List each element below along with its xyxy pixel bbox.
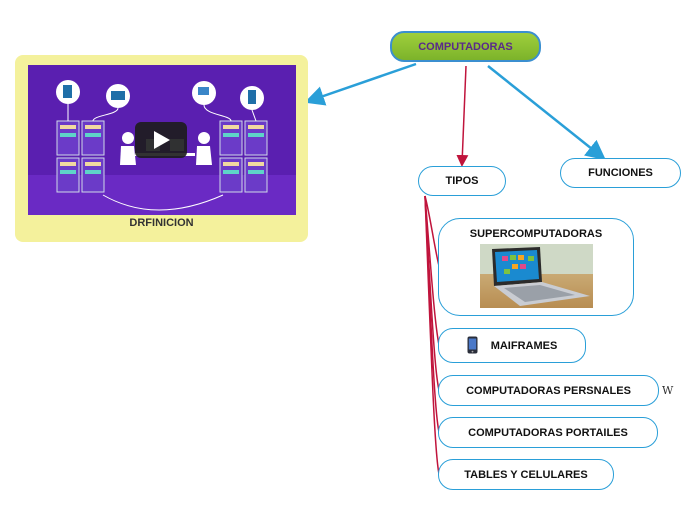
type-node-maiframes[interactable]: MAIFRAMES [438,328,586,363]
server-rack-right [219,120,268,193]
video-thumbnail[interactable] [28,65,296,215]
funciones-label: FUNCIONES [588,167,653,179]
type-label: COMPUTADORAS PORTAILES [468,426,628,439]
device-bubbles [56,80,264,110]
tipos-node[interactable]: TIPOS [418,166,506,196]
type-label: MAIFRAMES [490,339,558,352]
play-icon [135,122,187,158]
connector-root-funciones [487,65,606,161]
funciones-node[interactable]: FUNCIONES [560,158,681,188]
type-node-computadoras-portailes[interactable]: COMPUTADORAS PORTAILES [438,417,658,448]
type-label: TABLES Y CELULARES [464,468,588,481]
type-label: SUPERCOMPUTADORAS [469,228,603,240]
server-rack-left [56,120,105,193]
laptop-image [480,244,593,308]
type-node-tables-y-celulares[interactable]: TABLES Y CELULARES [438,459,614,490]
note-w-mark: W [662,384,674,397]
type-node-computadoras-persnales[interactable]: COMPUTADORAS PERSNALES [438,375,659,406]
root-label: COMPUTADORAS [418,40,513,53]
type-label: COMPUTADORAS PERSNALES [466,384,631,397]
phone-icon [467,336,478,354]
connector-root-tipos [456,65,469,167]
root-node-computadoras[interactable]: COMPUTADORAS [390,31,541,62]
tipos-label: TIPOS [445,175,479,187]
connector-root-definition [304,62,417,106]
tipos-branches [424,195,440,475]
definition-card[interactable]: DRFINICION [15,55,308,242]
definition-caption: DRFINICION [129,217,194,229]
